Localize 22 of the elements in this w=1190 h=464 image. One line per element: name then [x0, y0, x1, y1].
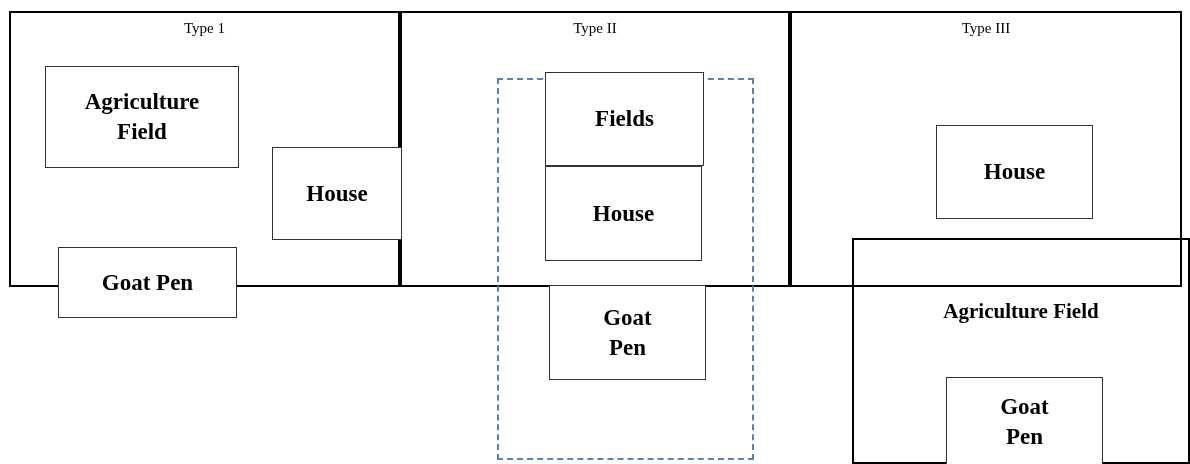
area-label: Goat Pen — [101, 268, 194, 297]
area-heading: Type II — [573, 19, 617, 38]
area-heading: Type 1 — [184, 19, 225, 38]
area-heading: Type III — [961, 19, 1011, 38]
area-box — [936, 125, 1093, 219]
area-box — [946, 377, 1103, 464]
area-box — [549, 285, 706, 380]
area-label: House — [306, 179, 368, 208]
area-panel — [790, 11, 1182, 287]
area-heading: Agriculture Field — [943, 298, 1099, 325]
area-label: Goat Pen — [602, 303, 653, 362]
area-box — [545, 72, 704, 166]
area-label: Goat Pen — [999, 392, 1050, 451]
area-box — [272, 147, 402, 240]
area-box — [545, 166, 702, 261]
area-label: Agriculture Field — [84, 88, 200, 146]
area-panel — [852, 238, 1190, 464]
area-label: House — [592, 199, 655, 228]
area-label: Fields — [595, 105, 654, 134]
area-box — [58, 247, 237, 318]
area-box — [45, 66, 239, 168]
area-label: House — [983, 158, 1046, 187]
